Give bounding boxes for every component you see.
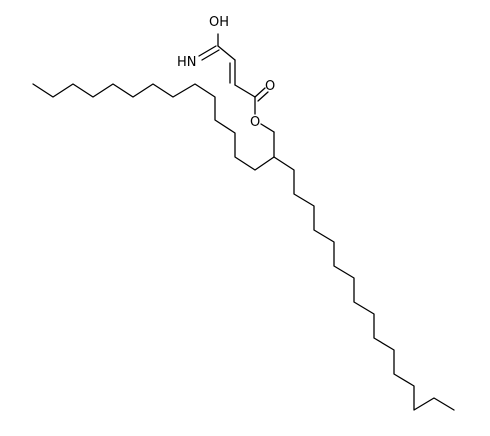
amine-label: HN	[177, 55, 197, 70]
bond-ester-o-ch2	[260, 123, 275, 133]
bond-c1-c2	[217, 45, 236, 61]
upper-alkyl-chain	[32, 83, 275, 171]
lower-alkyl-chain	[273, 156, 455, 411]
bond-c1-nh-double-b	[201, 49, 220, 61]
amide-head-bonds	[198, 33, 275, 158]
ester-oxygen-label: O	[250, 115, 260, 130]
carbonyl-oxygen-label: O	[265, 79, 275, 94]
hydroxyl-label: OH	[209, 15, 229, 30]
bond-c1-nh-double-a	[198, 45, 217, 57]
bond-c4-carbonyl-a	[254, 87, 266, 98]
bond-c4-carbonyl-b	[257, 91, 269, 102]
bond-c3-c4	[234, 84, 256, 98]
